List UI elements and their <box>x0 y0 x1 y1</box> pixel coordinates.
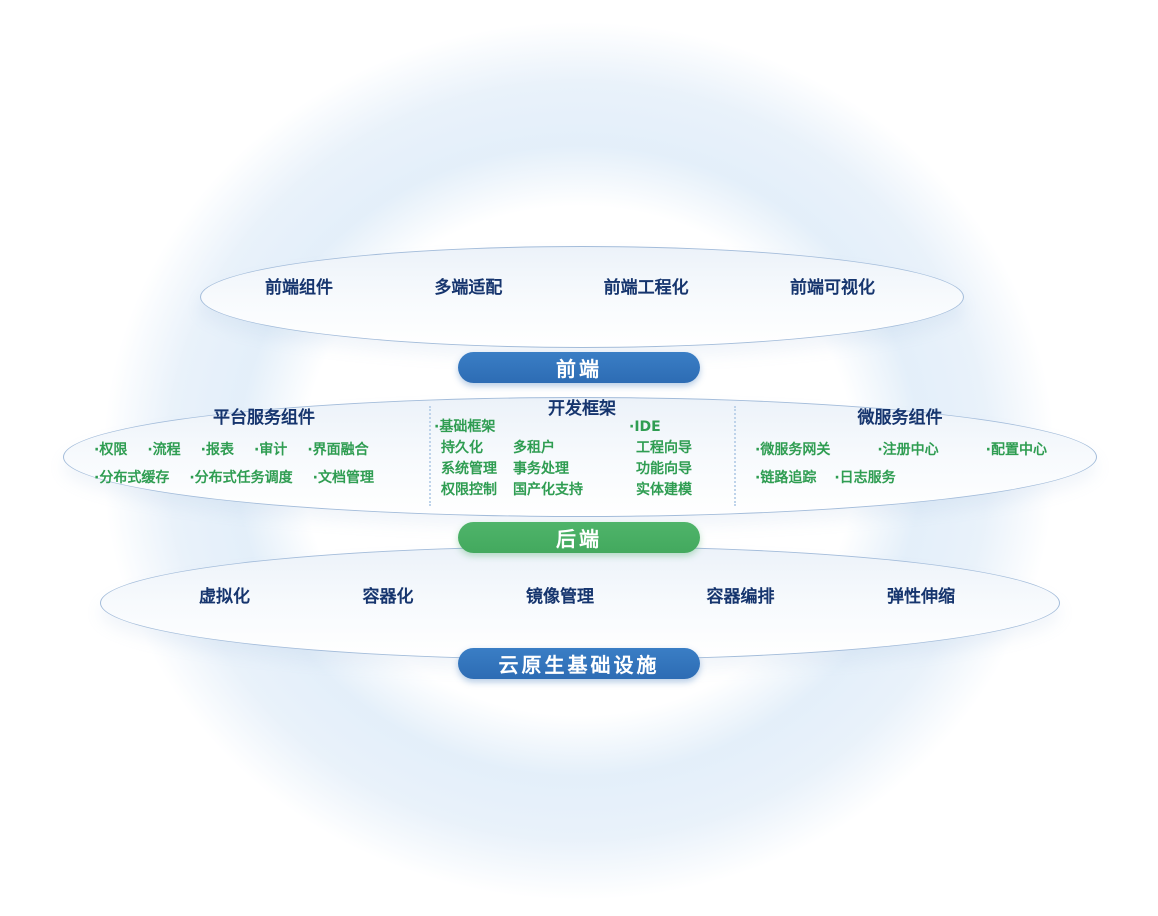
platform-item: ·流程 <box>147 442 181 458</box>
cloud-layer-ellipse: 虚拟化 容器化 镜像管理 容器编排 弹性伸缩 <box>100 546 1060 660</box>
platform-item: ·界面融合 <box>307 442 369 458</box>
cloud-item: 弹性伸缩 <box>887 587 955 607</box>
section-divider <box>734 406 736 506</box>
frontend-item: 前端工程化 <box>603 278 689 298</box>
microservice-item: ·微服务网关 <box>755 442 831 458</box>
frontend-layer-badge: 前端 <box>458 352 700 383</box>
platform-services-section: 平台服务组件 ·权限 ·流程 ·报表 ·审计 ·界面融合 ·分布式缓存 ·分布式… <box>94 408 434 486</box>
cloud-layer-badge: 云原生基础设施 <box>458 648 700 679</box>
dev-framework-grid: ·基础框架 ·IDE 持久化 多租户 工程向导 系统管理 事务处理 功能向导 权… <box>434 418 692 499</box>
platform-item: ·报表 <box>200 442 234 458</box>
framework-item: 工程向导 <box>636 440 692 456</box>
platform-item: ·分布式缓存 <box>94 470 170 486</box>
framework-item: 事务处理 <box>513 461 569 477</box>
cloud-items-row: 虚拟化 容器化 镜像管理 容器编排 弹性伸缩 <box>101 582 1059 607</box>
frontend-layer-ellipse: 前端组件 多端适配 前端工程化 前端可视化 <box>200 246 964 348</box>
framework-item: 国产化支持 <box>513 482 583 498</box>
microservice-item: ·配置中心 <box>985 442 1047 458</box>
framework-item: 功能向导 <box>636 461 692 477</box>
platform-services-row: ·分布式缓存 ·分布式任务调度 ·文档管理 <box>94 470 434 486</box>
framework-item: 多租户 <box>513 440 555 456</box>
platform-item: ·分布式任务调度 <box>189 470 293 486</box>
backend-badge-label: 后端 <box>556 527 602 551</box>
platform-services-row: ·权限 ·流程 ·报表 ·审计 ·界面融合 <box>94 442 434 458</box>
platform-services-title: 平台服务组件 <box>213 408 315 428</box>
cloud-item: 虚拟化 <box>199 587 250 607</box>
framework-item: 实体建模 <box>636 482 692 498</box>
microservice-item: ·注册中心 <box>877 442 939 458</box>
section-divider <box>429 406 431 506</box>
framework-item: 系统管理 <box>441 461 497 477</box>
framework-item: 权限控制 <box>441 482 497 498</box>
platform-item: ·文档管理 <box>312 470 374 486</box>
backend-layer-badge: 后端 <box>458 522 700 553</box>
framework-item: 持久化 <box>441 440 483 456</box>
framework-item: ·IDE <box>629 419 661 435</box>
microservice-item: ·日志服务 <box>834 470 896 486</box>
microservice-row: ·链路追踪 ·日志服务 <box>749 470 1051 486</box>
frontend-item: 多端适配 <box>434 278 503 298</box>
platform-item: ·审计 <box>253 442 288 458</box>
frontend-items-row: 前端组件 多端适配 前端工程化 前端可视化 <box>201 273 963 298</box>
frontend-item: 前端组件 <box>265 278 333 298</box>
dev-framework-section: 开发框架 ·基础框架 ·IDE 持久化 多租户 工程向导 系统管理 事务处理 功… <box>432 399 732 498</box>
frontend-item: 前端可视化 <box>789 278 875 298</box>
microservice-section: 微服务组件 ·微服务网关 ·注册中心 ·配置中心 ·链路追踪 ·日志服务 <box>749 408 1051 486</box>
cloud-badge-label: 云原生基础设施 <box>498 653 660 677</box>
cloud-item: 镜像管理 <box>526 587 594 607</box>
framework-item: ·基础框架 <box>434 419 496 435</box>
backend-layer-ellipse: 平台服务组件 ·权限 ·流程 ·报表 ·审计 ·界面融合 ·分布式缓存 ·分布式… <box>63 397 1097 517</box>
dev-framework-title: 开发框架 <box>548 399 616 419</box>
microservice-row: ·微服务网关 ·注册中心 ·配置中心 <box>749 442 1051 458</box>
microservice-item: ·链路追踪 <box>755 470 817 486</box>
microservice-title: 微服务组件 <box>857 408 943 428</box>
cloud-item: 容器化 <box>362 587 414 607</box>
cloud-item: 容器编排 <box>706 587 775 607</box>
platform-item: ·权限 <box>94 442 128 458</box>
frontend-badge-label: 前端 <box>556 357 602 381</box>
